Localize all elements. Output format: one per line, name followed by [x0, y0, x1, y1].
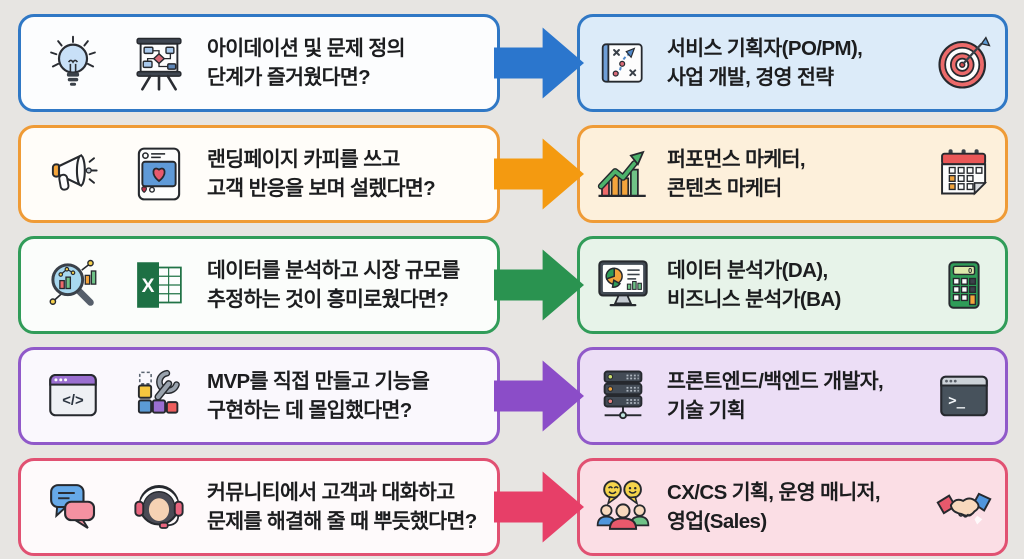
- blocks-wrench-icon: [137, 369, 180, 414]
- career-box-marketing: 퍼포먼스 마케터, 콘텐츠 마케터: [577, 125, 1008, 223]
- megaphone-icon: [51, 153, 98, 191]
- flow-arrow-icon: [494, 27, 584, 99]
- arrow-zone: [494, 236, 584, 334]
- arrow-zone: [494, 14, 584, 112]
- career-icon-left: [594, 37, 652, 89]
- question-box-building: </> MVP를 직접 만들고 기능을: [18, 347, 500, 445]
- question-icons: [41, 35, 191, 91]
- career-line-2: 콘텐츠 마케터: [667, 177, 782, 200]
- career-icon-right: [935, 35, 993, 91]
- strategy-map-icon: [601, 43, 643, 83]
- career-icon-left: [594, 368, 652, 424]
- question-box-community: 커뮤니티에서 고객과 대화하고 문제를 해결해 줄 때 뿌듯했다면?: [18, 458, 500, 556]
- arrow-zone: [494, 347, 584, 445]
- terminal-icon: >_: [940, 375, 988, 417]
- row-data-analysis: X 데이터를 분석하고 시장 규모를 추정하는 것이 흥미로웠다면?: [18, 236, 1008, 334]
- code-glyph: </>: [62, 393, 84, 409]
- flow-arrow-icon: [494, 360, 584, 432]
- excel-letter: X: [142, 276, 155, 297]
- question-text: MVP를 직접 만들고 기능을 구현하는 데 몰입했다면?: [207, 367, 430, 425]
- social-post-icon: [137, 147, 181, 201]
- community-people-icon: [596, 480, 650, 530]
- career-line-1: 퍼포먼스 마케터,: [667, 147, 806, 171]
- question-line-1: 아이데이션 및 문제 정의: [207, 36, 405, 60]
- flow-arrow-icon: [494, 138, 584, 210]
- career-line-1: 데이터 분석가(DA),: [667, 258, 828, 282]
- career-box-community: CX/CS 기획, 운영 매니저, 영업(Sales): [577, 458, 1008, 556]
- magnifier-chart-icon: [49, 259, 97, 306]
- arrow-zone: [494, 458, 584, 556]
- calculator-display: 0: [968, 266, 972, 275]
- question-line-1: 데이터를 분석하고 시장 규모를: [207, 258, 460, 282]
- question-text: 랜딩페이지 카피를 쓰고 고객 반응을 보며 설렜다면?: [207, 145, 436, 203]
- row-marketing: 랜딩페이지 카피를 쓰고 고객 반응을 보며 설렜다면?: [18, 125, 1008, 223]
- row-community: 커뮤니티에서 고객과 대화하고 문제를 해결해 줄 때 뿌듯했다면?: [18, 458, 1008, 556]
- career-text: 데이터 분석가(DA), 비즈니스 분석가(BA): [667, 256, 935, 314]
- flow-arrow-icon: [494, 249, 584, 321]
- question-icons: [41, 479, 191, 535]
- question-line-1: 커뮤니티에서 고객과 대화하고: [207, 480, 455, 504]
- server-stack-icon: [603, 370, 643, 420]
- question-line-2: 문제를 해결해 줄 때 뿌듯했다면?: [207, 510, 477, 533]
- career-text: 퍼포먼스 마케터, 콘텐츠 마케터: [667, 145, 935, 203]
- code-window-icon: </>: [49, 373, 97, 417]
- excel-icon: X: [137, 262, 182, 308]
- question-icons: </>: [41, 368, 191, 424]
- career-box-building: 프론트엔드/백엔드 개발자, 기술 기획 >_: [577, 347, 1008, 445]
- career-line-1: CX/CS 기획, 운영 매니저,: [667, 480, 881, 504]
- question-line-2: 고객 반응을 보며 설렜다면?: [207, 177, 436, 200]
- question-text: 데이터를 분석하고 시장 규모를 추정하는 것이 흥미로웠다면?: [207, 256, 460, 314]
- career-icon-right: [935, 479, 993, 535]
- terminal-prompt-glyph: >_: [948, 393, 965, 409]
- handshake-icon: [936, 492, 992, 525]
- calculator-icon: 0: [948, 261, 980, 309]
- question-line-1: 랜딩페이지 카피를 쓰고: [207, 147, 400, 171]
- question-line-2: 단계가 즐거웠다면?: [207, 66, 371, 89]
- career-icon-left: [594, 146, 652, 202]
- career-box-ideation: 서비스 기획자(PO/PM), 사업 개발, 경영 전략: [577, 14, 1008, 112]
- career-box-data: 데이터 분석가(DA), 비즈니스 분석가(BA) 0: [577, 236, 1008, 334]
- lightbulb-icon: [50, 35, 96, 86]
- career-icon-right: >_: [935, 368, 993, 424]
- question-icons: [41, 146, 191, 202]
- question-box-ideation: 아이데이션 및 문제 정의 단계가 즐거웠다면?: [18, 14, 500, 112]
- career-icon-right: [935, 148, 993, 200]
- question-box-marketing: 랜딩페이지 카피를 쓰고 고객 반응을 보며 설렜다면?: [18, 125, 500, 223]
- flowchart-easel-icon: [136, 37, 182, 91]
- career-line-1: 서비스 기획자(PO/PM),: [667, 36, 863, 60]
- arrow-zone: [494, 125, 584, 223]
- career-line-2: 비즈니스 분석가(BA): [667, 288, 841, 311]
- question-line-2: 추정하는 것이 흥미로웠다면?: [207, 288, 449, 311]
- career-icon-right: 0: [935, 259, 993, 311]
- career-line-1: 프론트엔드/백엔드 개발자,: [667, 369, 884, 393]
- monitor-analytics-icon: [598, 260, 648, 307]
- target-dart-icon: [938, 36, 991, 89]
- growth-chart-icon: [597, 150, 646, 198]
- career-line-2: 사업 개발, 경영 전략: [667, 66, 834, 89]
- question-line-2: 구현하는 데 몰입했다면?: [207, 399, 412, 422]
- career-icon-left: [594, 257, 652, 313]
- question-line-1: MVP를 직접 만들고 기능을: [207, 369, 430, 393]
- career-text: 서비스 기획자(PO/PM), 사업 개발, 경영 전략: [667, 34, 935, 92]
- career-text: CX/CS 기획, 운영 매니저, 영업(Sales): [667, 478, 935, 536]
- career-line-2: 기술 기획: [667, 399, 746, 422]
- chat-bubbles-icon: [50, 484, 96, 529]
- row-building: </> MVP를 직접 만들고 기능을: [18, 347, 1008, 445]
- flow-arrow-icon: [494, 471, 584, 543]
- support-agent-icon: [134, 484, 184, 529]
- career-icon-left: [594, 479, 652, 535]
- calendar-icon: [941, 149, 988, 196]
- row-ideation: 아이데이션 및 문제 정의 단계가 즐거웠다면?: [18, 14, 1008, 112]
- question-text: 아이데이션 및 문제 정의 단계가 즐거웠다면?: [207, 34, 405, 92]
- career-text: 프론트엔드/백엔드 개발자, 기술 기획: [667, 367, 935, 425]
- question-text: 커뮤니티에서 고객과 대화하고 문제를 해결해 줄 때 뿌듯했다면?: [207, 478, 477, 536]
- question-icons: X: [41, 257, 191, 313]
- question-box-data: X 데이터를 분석하고 시장 규모를 추정하는 것이 흥미로웠다면?: [18, 236, 500, 334]
- career-line-2: 영업(Sales): [667, 510, 767, 533]
